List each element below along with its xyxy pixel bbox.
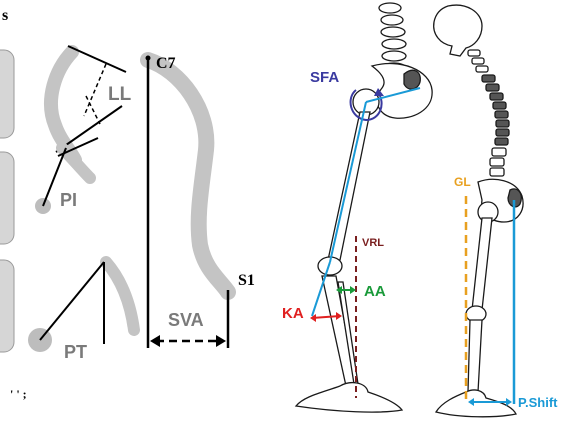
knee	[317, 256, 343, 276]
footer-fragment: ' ' ;	[10, 387, 27, 401]
left-panel: s ' ' ; LL PI PT C7 S1 SVA	[0, 7, 255, 401]
pt-line-a	[39, 261, 105, 341]
ll-upper-line	[67, 45, 127, 73]
c7-label: C7	[156, 55, 176, 72]
ll-lower-line	[55, 105, 123, 153]
pshift-arrowhead-right	[506, 398, 512, 406]
sfa-arrowhead	[374, 88, 384, 96]
side-foot	[434, 389, 517, 418]
vrl-label: VRL	[362, 237, 384, 249]
side-annotations: GL P.Shift	[454, 175, 558, 410]
pi-label: PI	[60, 190, 77, 210]
c7-point	[145, 55, 151, 61]
side-box-2	[0, 151, 15, 245]
pi-line-b	[57, 137, 99, 157]
right-panel-annotations: SFA VRL AA KA	[282, 69, 421, 398]
sva-arrow-right	[216, 335, 226, 347]
side-tibia	[467, 319, 483, 393]
ka-arrowhead-right	[336, 312, 342, 320]
side-sacrum	[507, 188, 522, 208]
sfa-label: SFA	[310, 69, 339, 86]
pelvic-axis-line	[365, 87, 421, 103]
side-femur	[471, 217, 493, 311]
ll-label: LL	[108, 84, 132, 105]
cervical-vertebrae	[467, 49, 489, 73]
femoral-axis-line	[329, 101, 367, 263]
pshift-label: P.Shift	[518, 395, 558, 410]
pt-label: PT	[64, 342, 87, 362]
sacrum-dark	[403, 69, 421, 90]
thoracic-vertebrae	[481, 74, 510, 146]
side-skeleton	[433, 4, 524, 418]
foot	[294, 381, 404, 413]
lumbar-vertebrae	[489, 147, 507, 177]
aa-arrowhead-left	[336, 286, 342, 294]
full-spine-shape	[140, 52, 236, 300]
ka-arrow-line	[311, 315, 341, 319]
sva-arrow-left	[150, 335, 160, 347]
aa-arrowhead-right	[350, 286, 356, 294]
header-fragment: s	[2, 7, 8, 24]
side-box-3	[0, 259, 15, 353]
right-panel	[294, 2, 433, 413]
side-box-1	[0, 49, 15, 139]
aa-label: AA	[364, 283, 386, 300]
ll-perp-2	[85, 95, 101, 125]
ll-perp-1	[83, 63, 107, 117]
spine-vertebrae	[378, 2, 407, 74]
sfa-arc	[349, 89, 383, 122]
gl-label: GL	[454, 175, 471, 189]
skull	[433, 4, 483, 57]
pi-line-a	[42, 147, 67, 207]
tibial-axis-line	[311, 261, 331, 317]
ka-arrowhead-left	[310, 314, 316, 322]
s1-label: S1	[238, 272, 255, 289]
ka-label: KA	[282, 305, 304, 322]
sacrum-pt-shape	[100, 256, 140, 336]
sva-label: SVA	[168, 310, 204, 330]
pshift-arrowhead-left	[468, 398, 474, 406]
